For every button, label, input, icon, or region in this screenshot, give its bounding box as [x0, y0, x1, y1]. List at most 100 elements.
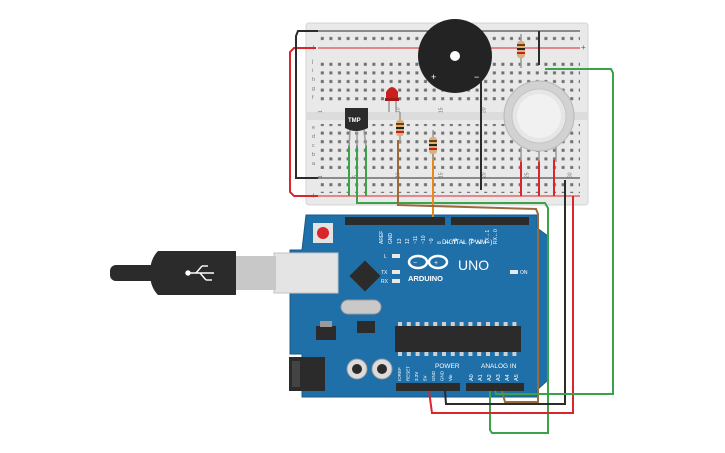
power-pin-label: 3.3V [414, 372, 419, 381]
analog-pin-label: A1 [478, 374, 484, 381]
power-pin-label: GND [431, 370, 436, 381]
chip-pin [424, 352, 429, 356]
wire-black-gnd-right[interactable] [444, 180, 566, 405]
row-letter-j: j [311, 59, 313, 65]
rail-plus-label-right: + [581, 43, 586, 52]
analog-header-label: ANALOG IN [481, 363, 517, 370]
digital-pin-label: ~11 [413, 236, 419, 244]
resistor-led[interactable] [396, 112, 404, 144]
wire-red-power-left[interactable] [289, 47, 318, 197]
row-letter-d: d [312, 134, 315, 140]
column-number: 15 [438, 172, 444, 178]
reset-chip [357, 321, 375, 333]
led-on-label: ON [520, 270, 528, 276]
power-pin-label: IOREF [397, 367, 402, 381]
chip-pin [459, 352, 464, 356]
atmega-chip [395, 326, 521, 352]
wire-red-5v[interactable] [428, 196, 574, 414]
board-model: UNO [458, 257, 489, 273]
chip-pin [512, 322, 517, 326]
analog-pin-label: A2 [487, 374, 493, 381]
digital-pin-label: ~10 [421, 235, 427, 244]
chip-pin [450, 352, 455, 356]
buzzer-plus-label: + [431, 72, 436, 82]
wire-black-gnd-left[interactable] [295, 30, 318, 179]
gas-sensor[interactable] [503, 80, 575, 162]
power-pin-label: Vin [448, 374, 453, 381]
analog-pin-label: A0 [469, 374, 475, 381]
usb-chip [349, 260, 381, 292]
aref-label: AREF [379, 231, 385, 244]
board-brand: ARDUINO [408, 274, 443, 283]
piezo-buzzer[interactable]: + − [418, 19, 492, 93]
chip-pin [406, 352, 411, 356]
chip-pin [486, 352, 490, 356]
digital-pin-label: RX←0 [493, 229, 499, 244]
voltage-regulator [316, 326, 336, 340]
analog-pin-label: A4 [505, 374, 511, 381]
chip-pin [503, 352, 508, 356]
digital-pin-label: ~5 [453, 238, 459, 244]
chip-pin [442, 352, 446, 356]
chip-pin [459, 322, 464, 326]
power-pin-label: RESET [406, 366, 411, 381]
column-number: 20 [481, 107, 487, 113]
row-letter-b: b [312, 152, 315, 158]
gnd-label: GND [388, 233, 394, 245]
analog-pin-label: A5 [514, 374, 520, 381]
chip-pin [512, 352, 517, 356]
column-number: 10 [395, 107, 401, 113]
arduino-logo-icon: − + [407, 254, 449, 270]
row-letter-e: e [312, 125, 315, 131]
resistor-buzzer[interactable] [429, 130, 437, 160]
temperature-sensor[interactable]: TMP [345, 108, 368, 148]
chip-pin [415, 322, 420, 326]
crystal [340, 299, 382, 315]
led-l-label: L [384, 254, 387, 260]
chip-pin [406, 322, 411, 326]
chip-pin [450, 322, 455, 326]
chip-pin [398, 352, 402, 356]
column-number: 30 [567, 172, 573, 178]
chip-pin [398, 322, 402, 326]
led-tx-label: TX [381, 270, 388, 276]
buzzer-minus-label: − [474, 72, 479, 82]
power-header[interactable] [396, 383, 460, 391]
led-on [510, 270, 518, 274]
analog-header[interactable] [466, 383, 524, 391]
analog-pin-label: A3 [496, 374, 502, 381]
column-number: 25 [524, 172, 530, 178]
column-number: 1 [318, 110, 324, 113]
led-rx-label: RX [381, 279, 389, 285]
reset-button[interactable] [317, 227, 329, 239]
column-number: 5 [352, 175, 358, 178]
resistor-gas[interactable] [517, 34, 525, 68]
wire-brown-led[interactable] [397, 140, 539, 403]
red-led[interactable] [385, 87, 399, 112]
chip-pin [477, 352, 482, 356]
chip-pin [494, 352, 499, 356]
chip-pin [424, 322, 429, 326]
chip-pin [503, 322, 508, 326]
usb-icon [185, 265, 214, 281]
digital-header-right[interactable] [451, 217, 529, 225]
power-header-label: POWER [435, 363, 460, 370]
wires [289, 30, 614, 434]
led-l [392, 254, 400, 258]
usb-cable[interactable] [110, 251, 339, 295]
row-letter-c: c [312, 143, 315, 149]
arduino-uno-board[interactable]: − + UNO ARDUINO DIGITAL (PWM~) AREF GND … [289, 214, 549, 398]
column-number: 20 [481, 172, 487, 178]
digital-header-left[interactable] [345, 217, 445, 225]
wire-green-a0[interactable] [356, 196, 549, 434]
digital-pin-label: 2 [477, 241, 483, 244]
row-letter-i: i [312, 68, 313, 74]
row-letter-a: a [312, 161, 316, 167]
column-number: 1 [318, 175, 324, 178]
digital-pin-label: 4 [461, 241, 467, 244]
wire-green-gas[interactable] [494, 68, 614, 395]
chip-pin [477, 322, 482, 326]
digital-pin-label: 13 [397, 238, 403, 244]
chip-pin [415, 352, 420, 356]
